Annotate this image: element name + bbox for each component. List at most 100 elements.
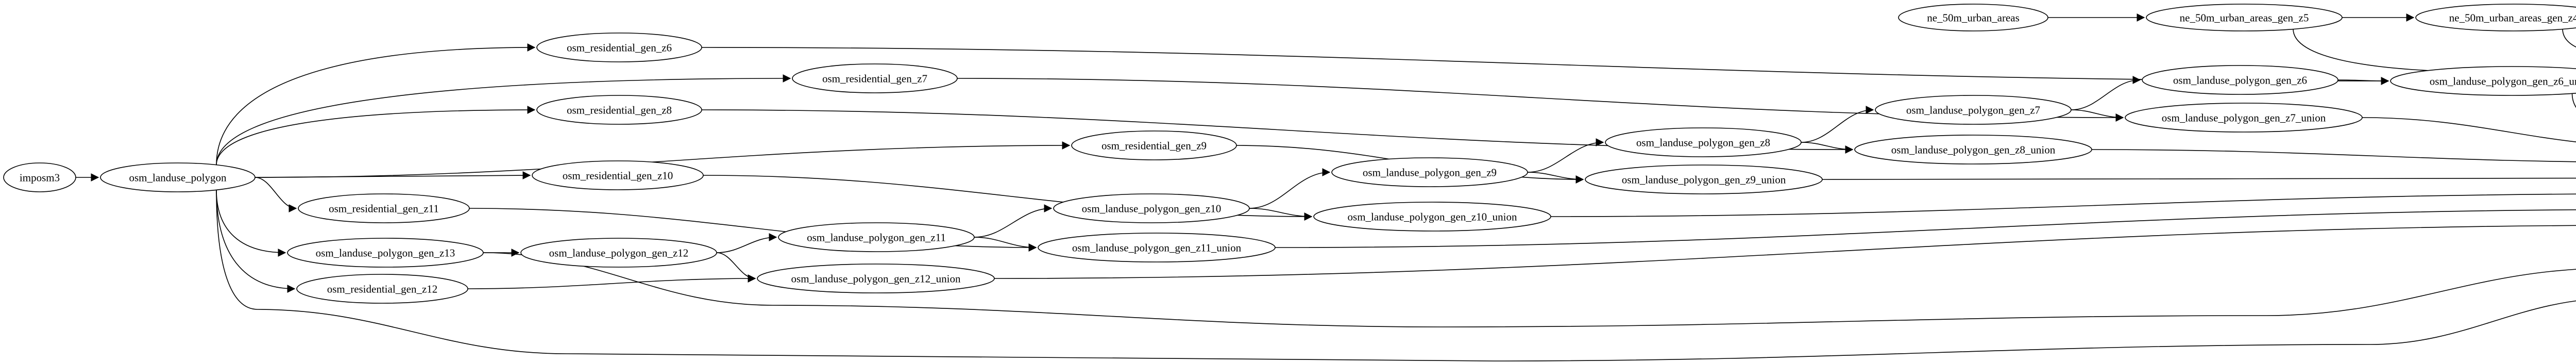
node-label-osm_landuse_polygon_gen_z6_union: osm_landuse_polygon_gen_z6_union	[2430, 75, 2576, 87]
node-shape-osm_landuse_polygon_gen_z9	[1331, 157, 1528, 187]
edge-osm_landuse_polygon_gen_z11-to-osm_landuse_polygon_gen_z10	[974, 204, 1053, 238]
node-shape-osm_residential_gen_z12	[296, 274, 468, 304]
node-label-osm_landuse_polygon_gen_z9: osm_landuse_polygon_gen_z9	[1363, 166, 1497, 178]
node-label-osm_residential_gen_z8: osm_residential_gen_z8	[567, 104, 672, 116]
edge-osm_landuse_polygon_gen_z7-to-osm_landuse_polygon_gen_z7_union	[2071, 109, 2124, 122]
node-shape-osm_landuse_polygon_gen_z6	[2142, 65, 2338, 95]
node-shape-osm_landuse_polygon_gen_z11	[778, 222, 975, 252]
node-label-osm_residential_gen_z7: osm_residential_gen_z7	[822, 72, 927, 85]
node-osm_landuse_polygon_gen_z7_union: osm_landuse_polygon_gen_z7_union	[2125, 103, 2363, 133]
node-shape-osm_landuse_polygon_gen_z12_union	[757, 264, 995, 293]
edge-osm_landuse_polygon_gen_z9_union-to-layer_landuse-z9	[1822, 177, 2576, 180]
edge-osm_landuse_polygon-to-osm_residential_gen_z8	[216, 106, 536, 166]
node-label-osm_residential_gen_z11: osm_residential_gen_z11	[329, 202, 439, 215]
edge-osm_landuse_polygon_gen_z13-to-layer_landuse-z13	[483, 252, 2576, 327]
node-label-osm_residential_gen_z10: osm_residential_gen_z10	[563, 169, 673, 182]
node-shape-osm_residential_gen_z10	[532, 160, 704, 190]
node-label-osm_landuse_polygon_gen_z10: osm_landuse_polygon_gen_z10	[1082, 202, 1222, 215]
nodes-layer: imposm3 osm_landuse_polygon osm_residentia…	[3, 4, 2576, 304]
edge-ne_50m_urban_areas_gen_z4-to-layer_landuse-z4	[2562, 28, 2576, 48]
node-shape-osm_landuse_polygon_gen_z10_union	[1313, 202, 1551, 232]
edge-osm_landuse_polygon_gen_z10_union-to-layer_landuse-z10	[1550, 193, 2576, 217]
node-osm_landuse_polygon_gen_z11_union: osm_landuse_polygon_gen_z11_union	[1038, 233, 1276, 262]
node-osm_residential_gen_z11: osm_residential_gen_z11	[298, 193, 470, 223]
node-osm_residential_gen_z6: osm_residential_gen_z6	[536, 32, 702, 62]
edge-osm_landuse_polygon_gen_z10-to-osm_landuse_polygon_gen_z9	[1249, 168, 1331, 209]
edge-osm_landuse_polygon-to-osm_residential_gen_z10	[255, 171, 531, 180]
node-shape-osm_landuse_polygon_gen_z8	[1605, 127, 1802, 157]
node-shape-osm_landuse_polygon_gen_z8_union	[1854, 135, 2092, 164]
node-shape-osm_residential_gen_z7	[792, 63, 958, 93]
node-osm_landuse_polygon_gen_z10_union: osm_landuse_polygon_gen_z10_union	[1313, 202, 1551, 232]
node-label-osm_landuse_polygon_gen_z10_union: osm_landuse_polygon_gen_z10_union	[1348, 210, 1517, 223]
node-shape-osm_landuse_polygon	[100, 162, 256, 192]
node-label-osm_landuse_polygon_gen_z8: osm_landuse_polygon_gen_z8	[1636, 136, 1770, 149]
edge-osm_landuse_polygon_gen_z10-to-osm_landuse_polygon_gen_z10_union	[1249, 208, 1313, 221]
node-shape-osm_residential_gen_z6	[536, 32, 702, 62]
node-osm_residential_gen_z8: osm_residential_gen_z8	[536, 95, 702, 125]
edge-osm_landuse_polygon-to-osm_landuse_polygon_gen_z13	[216, 189, 286, 257]
node-label-osm_landuse_polygon_gen_z6: osm_landuse_polygon_gen_z6	[2173, 74, 2307, 86]
edge-osm_residential_gen_z6-to-osm_landuse_polygon_gen_z6_union	[701, 47, 2389, 85]
node-osm_landuse_polygon_gen_z9: osm_landuse_polygon_gen_z9	[1331, 157, 1528, 187]
node-osm_residential_gen_z9: osm_residential_gen_z9	[1071, 130, 1237, 160]
node-shape-osm_landuse_polygon_gen_z13	[287, 238, 484, 268]
node-shape-ne_50m_urban_areas_gen_z4	[2415, 4, 2576, 31]
node-shape-ne_50m_urban_areas_gen_z5	[2146, 4, 2343, 31]
node-shape-osm_residential_gen_z11	[298, 193, 470, 223]
node-label-osm_landuse_polygon_gen_z11: osm_landuse_polygon_gen_z11	[807, 231, 946, 243]
node-label-osm_residential_gen_z9: osm_residential_gen_z9	[1101, 139, 1207, 152]
edge-osm_landuse_polygon_gen_z8_union-to-layer_landuse-z8	[2091, 149, 2576, 162]
node-label-osm_landuse_polygon_gen_z9_union: osm_landuse_polygon_gen_z9_union	[1622, 173, 1786, 186]
node-shape-osm_landuse_polygon_gen_z7_union	[2125, 103, 2363, 133]
edge-osm_landuse_polygon_gen_z6_union-to-layer_landuse-z6	[2571, 93, 2576, 108]
edge-osm_landuse_polygon_gen_z12_union-to-layer_landuse-z12	[994, 225, 2576, 279]
node-label-osm_landuse_polygon_gen_z7_union: osm_landuse_polygon_gen_z7_union	[2162, 111, 2326, 124]
edge-osm_landuse_polygon-to-osm_residential_gen_z7	[216, 74, 791, 166]
edge-osm_residential_gen_z12-to-osm_landuse_polygon_gen_z12_union	[467, 274, 756, 289]
node-osm_landuse_polygon_gen_z9_union: osm_landuse_polygon_gen_z9_union	[1585, 164, 1823, 194]
edge-osm_landuse_polygon-to-osm_residential_gen_z12	[216, 189, 296, 293]
edge-osm_landuse_polygon_gen_z12-to-osm_landuse_polygon_gen_z11	[716, 233, 777, 253]
edge-osm_landuse_polygon_gen_z11_union-to-layer_landuse-z11	[1275, 209, 2576, 248]
node-osm_landuse_polygon_gen_z10: osm_landuse_polygon_gen_z10	[1053, 193, 1250, 223]
node-label-ne_50m_urban_areas: ne_50m_urban_areas	[1927, 11, 2020, 24]
edge-osm_landuse_polygon_gen_z12-to-osm_landuse_polygon_gen_z12_union	[716, 252, 756, 283]
node-label-osm_landuse_polygon_gen_z7: osm_landuse_polygon_gen_z7	[1906, 104, 2040, 116]
node-ne_50m_urban_areas: ne_50m_urban_areas	[1898, 4, 2048, 31]
node-shape-osm_landuse_polygon_gen_z9_union	[1585, 164, 1823, 194]
node-osm_residential_gen_z12: osm_residential_gen_z12	[296, 274, 468, 304]
node-osm_residential_gen_z7: osm_residential_gen_z7	[792, 63, 958, 93]
edge-osm_landuse_polygon_gen_z8-to-osm_landuse_polygon_gen_z8_union	[1801, 142, 1854, 154]
node-label-osm_residential_gen_z12: osm_residential_gen_z12	[327, 283, 438, 295]
node-ne_50m_urban_areas_gen_z4: ne_50m_urban_areas_gen_z4	[2415, 4, 2576, 31]
node-osm_landuse_polygon: osm_landuse_polygon	[100, 162, 256, 192]
node-osm_landuse_polygon_gen_z12_union: osm_landuse_polygon_gen_z12_union	[757, 264, 995, 293]
node-label-imposm3: imposm3	[20, 171, 60, 184]
edge-osm_landuse_polygon-to-osm_residential_gen_z9	[255, 141, 1071, 178]
node-shape-osm_landuse_polygon_gen_z12	[520, 238, 717, 268]
node-label-osm_landuse_polygon: osm_landuse_polygon	[129, 171, 227, 184]
node-osm_landuse_polygon_gen_z6: osm_landuse_polygon_gen_z6	[2142, 65, 2338, 95]
node-label-ne_50m_urban_areas_gen_z5: ne_50m_urban_areas_gen_z5	[2180, 11, 2309, 24]
node-label-ne_50m_urban_areas_gen_z4: ne_50m_urban_areas_gen_z4	[2449, 11, 2576, 24]
node-shape-osm_residential_gen_z9	[1071, 130, 1237, 160]
node-shape-imposm3	[3, 162, 76, 192]
edge-osm_landuse_polygon-to-osm_residential_gen_z6	[216, 43, 536, 166]
node-osm_landuse_polygon_gen_z6_union: osm_landuse_polygon_gen_z6_union	[2390, 66, 2576, 96]
node-shape-osm_landuse_polygon_gen_z10	[1053, 193, 1250, 223]
node-label-osm_landuse_polygon_gen_z13: osm_landuse_polygon_gen_z13	[316, 246, 455, 259]
node-osm_landuse_polygon_gen_z12: osm_landuse_polygon_gen_z12	[520, 238, 717, 268]
node-label-osm_residential_gen_z6: osm_residential_gen_z6	[567, 41, 672, 54]
node-osm_landuse_polygon_gen_z8: osm_landuse_polygon_gen_z8	[1605, 127, 1802, 157]
edge-osm_landuse_polygon_gen_z7-to-osm_landuse_polygon_gen_z6	[2071, 76, 2141, 110]
node-label-osm_landuse_polygon_gen_z11_union: osm_landuse_polygon_gen_z11_union	[1072, 241, 1242, 254]
edge-osm_landuse_polygon_gen_z9-to-osm_landuse_polygon_gen_z8	[1527, 138, 1604, 173]
node-shape-osm_landuse_polygon_gen_z7	[1875, 95, 2072, 125]
node-ne_50m_urban_areas_gen_z5: ne_50m_urban_areas_gen_z5	[2146, 4, 2343, 31]
node-shape-osm_residential_gen_z8	[536, 95, 702, 125]
node-label-osm_landuse_polygon_gen_z12: osm_landuse_polygon_gen_z12	[549, 246, 689, 259]
node-label-osm_landuse_polygon_gen_z12_union: osm_landuse_polygon_gen_z12_union	[791, 272, 961, 285]
